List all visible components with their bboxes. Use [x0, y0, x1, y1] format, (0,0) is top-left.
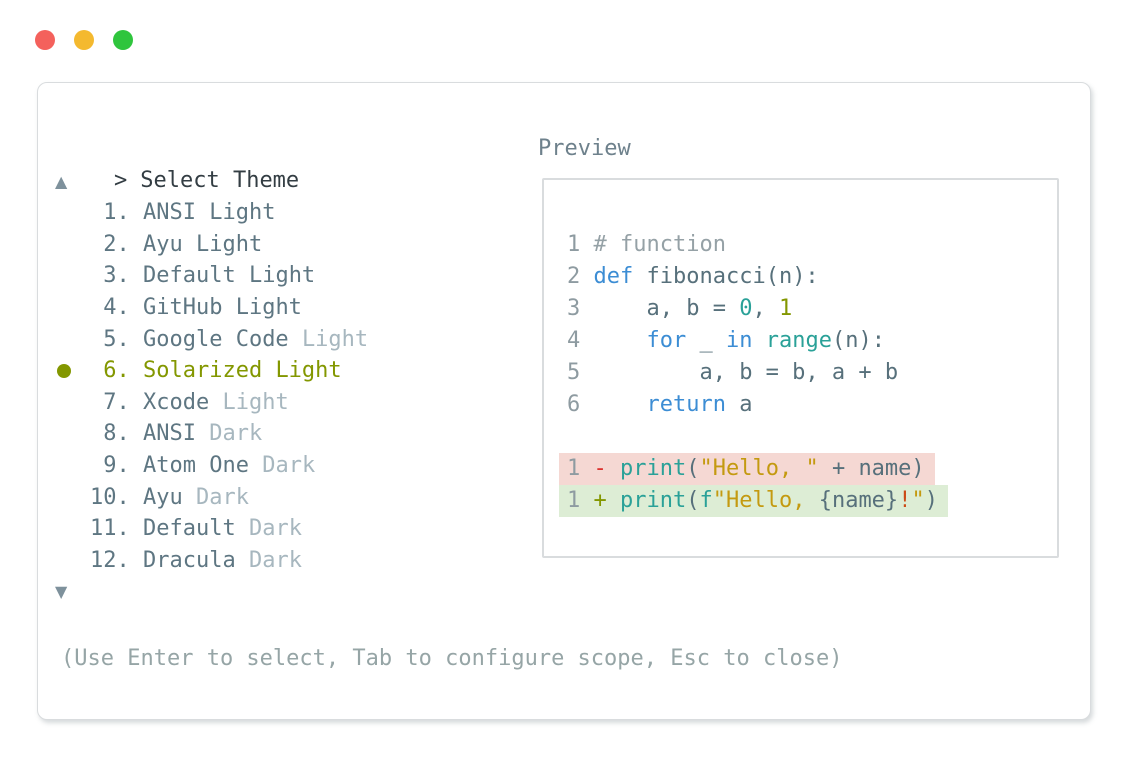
code-line: 2 def fibonacci(n): [567, 264, 819, 289]
theme-item-name: Ayu [142, 231, 196, 257]
prompt-line: > Select Theme [61, 133, 299, 229]
theme-item-name: Default [142, 263, 249, 289]
theme-item-name: Solarized [142, 358, 276, 384]
theme-item-number: 7. [90, 389, 143, 415]
theme-item-xcode-light[interactable]: 7. Xcode Light [57, 387, 368, 419]
code-line [567, 421, 1057, 453]
theme-item-number: 11. [90, 516, 143, 542]
theme-item-google-code-light[interactable]: 5. Google Code Light [57, 323, 368, 355]
theme-item-variant: Light [248, 263, 316, 289]
preview-label: Preview [538, 136, 631, 161]
theme-selector-panel: > Select Theme ▲ 1. ANSI Light 2. Ayu Lig… [37, 82, 1091, 720]
selected-bullet-icon [57, 363, 90, 378]
help-text: (Use Enter to select, Tab to configure s… [61, 646, 843, 671]
theme-item-ansi-light[interactable]: 1. ANSI Light [57, 197, 368, 229]
theme-item-number: 10. [90, 484, 143, 510]
minimize-button[interactable] [74, 30, 94, 50]
theme-item-name: GitHub [142, 295, 236, 321]
theme-item-variant: Light [209, 200, 276, 226]
theme-item-name: Google Code [142, 326, 302, 352]
zoom-button[interactable] [113, 30, 133, 50]
theme-item-number: 2. [90, 231, 143, 257]
theme-item-name: Xcode [142, 389, 223, 415]
theme-item-variant: Dark [195, 484, 249, 510]
theme-item-number: 9. [90, 453, 143, 479]
page-title: Select Theme [140, 168, 300, 193]
scroll-down-icon[interactable]: ▼ [55, 582, 68, 601]
theme-item-atom-one-dark[interactable]: 9. Atom One Dark [57, 450, 368, 482]
diff-line-added: 1 + print(f"Hello, {name}!") [559, 485, 1057, 517]
diff-line-removed: 1 - print("Hello, " + name) [559, 453, 1057, 485]
code-line: 3 a, b = 0, 1 [567, 296, 793, 321]
theme-item-name: Default [142, 516, 249, 542]
theme-item-github-light[interactable]: 4. GitHub Light [57, 292, 368, 324]
theme-item-solarized-light[interactable]: 6. Solarized Light [57, 355, 368, 387]
theme-item-number: 3. [90, 263, 143, 289]
theme-item-ayu-dark[interactable]: 10. Ayu Dark [57, 481, 368, 513]
theme-item-variant: Light [222, 389, 289, 415]
theme-item-variant: Dark [209, 421, 263, 447]
theme-item-default-light[interactable]: 3. Default Light [57, 260, 368, 292]
theme-item-number: 5. [90, 326, 143, 352]
theme-item-variant: Light [301, 326, 369, 352]
theme-item-variant: Light [235, 295, 302, 321]
theme-item-name: Atom One [142, 453, 263, 479]
theme-item-number: 6. [90, 358, 143, 384]
code-line: 5 a, b = b, a + b [567, 360, 899, 385]
theme-item-name: Dracula [142, 547, 249, 573]
prompt-symbol: > [113, 168, 128, 193]
theme-item-name: ANSI [142, 421, 210, 447]
code-line: 6 return a [567, 392, 753, 417]
theme-item-number: 4. [90, 295, 143, 321]
theme-item-name: Ayu [142, 484, 196, 510]
preview-code: 1 # function 2 def fibonacci(n): 3 a, b = … [542, 178, 1059, 558]
theme-item-variant: Light [275, 358, 342, 384]
theme-item-variant: Dark [248, 547, 302, 573]
theme-item-number: 12. [90, 547, 143, 573]
theme-item-default-dark[interactable]: 11. Default Dark [57, 513, 368, 545]
theme-item-variant: Light [195, 231, 263, 257]
theme-item-number: 1. [90, 200, 143, 226]
theme-item-number: 8. [90, 421, 143, 447]
theme-list: 1. ANSI Light 2. Ayu Light 3. Default Li… [57, 197, 368, 576]
theme-item-ayu-light[interactable]: 2. Ayu Light [57, 229, 368, 261]
theme-item-ansi-dark[interactable]: 8. ANSI Dark [57, 418, 368, 450]
theme-item-variant: Dark [248, 516, 302, 542]
window-controls [35, 30, 133, 50]
theme-item-variant: Dark [262, 453, 316, 479]
close-button[interactable] [35, 30, 55, 50]
scroll-up-icon[interactable]: ▲ [55, 172, 68, 191]
theme-item-dracula-dark[interactable]: 12. Dracula Dark [57, 545, 368, 577]
theme-item-name: ANSI [142, 200, 210, 226]
code-line: 4 for _ in range(n): [567, 328, 885, 353]
code-line: 1 # function [567, 232, 726, 257]
